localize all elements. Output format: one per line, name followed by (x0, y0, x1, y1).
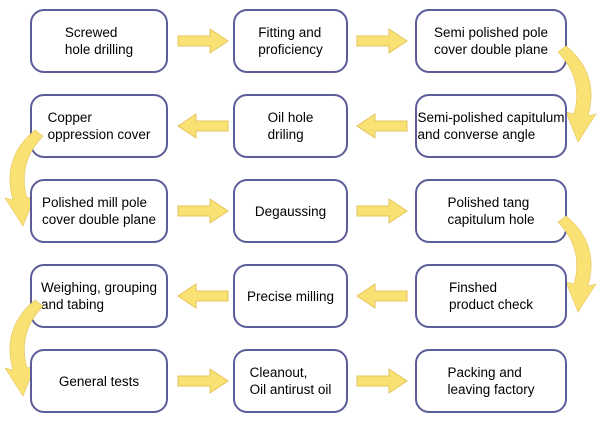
step-box-polished-mill-pole-cover: Polished mill pole cover double plane (30, 179, 168, 243)
arrow-right-icon (356, 368, 408, 394)
step-box-packing-leaving-factory: Packing and leaving factory (415, 349, 567, 413)
step-box-degaussing: Degaussing (233, 179, 348, 243)
arrow-left-icon (177, 283, 229, 309)
step-label: Oil hole driling (267, 110, 314, 142)
step-label: Packing and leaving factory (447, 365, 535, 397)
step-box-semi-polished-capitulum: Semi-polished capitulum and converse ang… (415, 94, 567, 158)
step-label: Semi-polished capitulum and converse ang… (417, 110, 565, 142)
step-box-screwed-hole-drilling: Screwed hole drilling (30, 9, 168, 73)
step-label: Semi polished pole cover double plane (433, 25, 549, 57)
arrow-right-icon (356, 198, 408, 224)
step-label: General tests (58, 373, 140, 389)
arrow-right-icon (177, 368, 229, 394)
arrow-left-icon (177, 113, 229, 139)
step-label: Weighing, grouping and tabing (40, 280, 158, 312)
step-box-polished-tang-capitulum-hole: Polished tang capitulum hole (415, 179, 567, 243)
arrow-left-icon (356, 113, 408, 139)
arrow-right-icon (177, 28, 229, 54)
step-label: Finshed product check (448, 280, 534, 312)
step-box-semi-polished-pole-cover: Semi polished pole cover double plane (415, 9, 567, 73)
step-label: Precise milling (246, 288, 335, 304)
arrow-left-icon (356, 283, 408, 309)
step-box-copper-oppression-cover: Copper oppression cover (30, 94, 168, 158)
step-box-oil-hole-driling: Oil hole driling (233, 94, 348, 158)
arrow-right-icon (356, 28, 408, 54)
step-label: Cleanout, Oil antirust oil (249, 365, 332, 397)
step-box-general-tests: General tests (30, 349, 168, 413)
step-label: Fitting and proficiency (258, 25, 323, 57)
step-label: Polished tang capitulum hole (447, 195, 535, 227)
arrow-right-icon (177, 198, 229, 224)
step-label: Screwed hole drilling (64, 25, 134, 57)
step-label: Degaussing (254, 203, 327, 219)
step-box-fitting-and-proficiency: Fitting and proficiency (233, 9, 348, 73)
step-box-precise-milling: Precise milling (233, 264, 348, 328)
step-box-cleanout-oil-antirust: Cleanout, Oil antirust oil (233, 349, 348, 413)
step-box-finshed-product-check: Finshed product check (415, 264, 567, 328)
step-label: Polished mill pole cover double plane (41, 195, 157, 227)
step-label: Copper oppression cover (47, 110, 151, 142)
step-box-weighing-grouping-tabing: Weighing, grouping and tabing (30, 264, 168, 328)
